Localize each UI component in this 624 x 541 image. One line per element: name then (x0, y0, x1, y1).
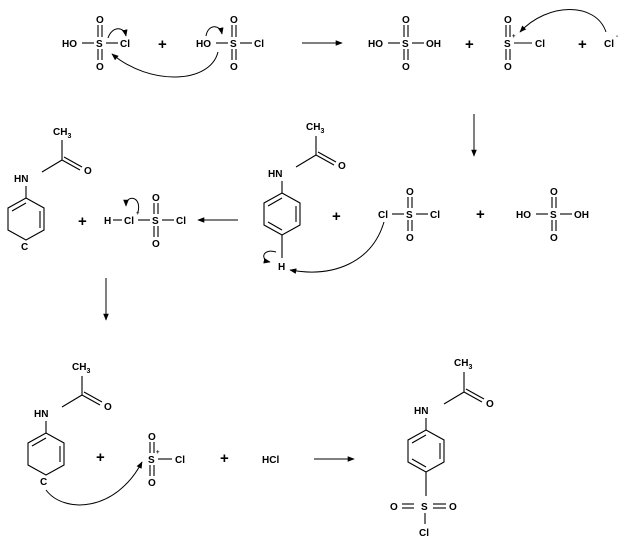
atom-label-o: O (550, 233, 558, 244)
atom-label-ho: HO (516, 210, 531, 221)
atom-label-cl: Cl (419, 528, 429, 539)
atom-label-o: O (449, 502, 457, 513)
atom-label-ch3: CH3 (454, 358, 472, 371)
chlorosulfonium-cation-1: S + Cl O O (504, 15, 545, 73)
plus-sign: + (476, 206, 485, 223)
atom-label-o: O (148, 432, 156, 443)
atom-label-hn: HN (414, 406, 428, 417)
atom-label-h: H (278, 262, 285, 273)
atom-label-cl: Cl (254, 39, 264, 50)
atom-label-s: S (402, 39, 409, 50)
acetanilide: CH3 O HN H (263, 122, 346, 273)
atom-label-o: O (504, 62, 512, 73)
atom-label-o: O (406, 187, 414, 198)
curly-arrow (205, 26, 224, 37)
atom-label-h: H (104, 216, 111, 227)
curly-arrow (123, 197, 140, 213)
atom-label-cl: Cl (124, 216, 134, 227)
plus-sign: + (158, 36, 167, 53)
hydrogen-chloride: HCl (262, 455, 279, 466)
atom-label-o: O (390, 502, 398, 513)
atom-label-o: O (148, 478, 156, 489)
atom-label-cl: Cl (175, 455, 185, 466)
plus-sign: + (465, 36, 474, 53)
positive-charge: + (512, 34, 516, 40)
plus-sign: + (332, 208, 341, 225)
chlorosulfonium-cation-2: S + Cl O O (148, 432, 185, 489)
atom-label-hn: HN (14, 174, 28, 185)
atom-label-s: S (230, 39, 237, 50)
plus-sign: + (96, 449, 105, 466)
atom-label-c: C (21, 242, 28, 253)
atom-label-cl: Cl (430, 210, 440, 221)
chlorosulfonic-acid-2: HO S Cl O O (196, 15, 264, 73)
atom-label-s: S (550, 210, 557, 221)
atom-label-o: O (152, 193, 160, 204)
curly-arrow (45, 461, 143, 506)
atom-label-c: C (40, 477, 47, 488)
atom-label-o: O (338, 161, 346, 172)
atom-label-o: O (104, 402, 112, 413)
negative-charge: - (616, 34, 618, 40)
curly-arrow (519, 9, 607, 33)
atom-label-cl: Cl (120, 39, 130, 50)
sulfuric-acid-2: HO S OH O O (516, 187, 589, 244)
curly-arrow (111, 51, 219, 78)
curly-arrow (263, 250, 277, 264)
positive-charge: + (136, 211, 140, 217)
atom-label-o: O (230, 62, 238, 73)
atom-label-o: O (96, 15, 104, 26)
sigma-complex-1: CH3 O HN C (7, 127, 92, 253)
atom-label-o: O (84, 166, 92, 177)
positive-charge: + (156, 450, 160, 456)
atom-label-ch3: CH3 (306, 122, 324, 135)
product-sulfonyl-chloride: CH3 O HN S O O Cl (390, 358, 494, 539)
plus-sign: + (78, 213, 87, 230)
sulfuric-acid-1: HO S OH O O (368, 15, 441, 73)
atom-label-s: S (421, 502, 428, 513)
atom-label-o: O (230, 15, 238, 26)
atom-label-cl: Cl (176, 216, 186, 227)
chlorosulfonic-acid-1: HO S Cl O O (62, 15, 130, 73)
atom-label-o: O (152, 239, 160, 250)
chloride-anion: Cl - (604, 34, 618, 50)
curly-arrow (289, 221, 385, 274)
atom-label-o: O (504, 15, 512, 26)
atom-label-s: S (504, 39, 511, 50)
atom-label-ho: HO (196, 39, 211, 50)
atom-label-s: S (406, 210, 413, 221)
atom-label-cl: Cl (535, 39, 545, 50)
atom-label-ch3: CH3 (53, 127, 71, 140)
curly-arrow (107, 28, 128, 39)
atom-label-s: S (152, 216, 159, 227)
atom-label-s: S (148, 455, 155, 466)
atom-label-ho: HO (62, 39, 77, 50)
atom-label-cl: Cl (378, 210, 388, 221)
atom-label-o: O (96, 62, 104, 73)
atom-label-ch3: CH3 (72, 362, 90, 375)
plus-sign: + (578, 36, 587, 53)
atom-label-o: O (486, 399, 494, 410)
chloronium-intermediate: H Cl + S Cl O O (104, 193, 186, 250)
sigma-complex-2: CH3 O HN C (27, 362, 112, 488)
atom-label-o: O (550, 187, 558, 198)
atom-label-hn: HN (34, 409, 48, 420)
atom-label-o: O (402, 15, 410, 26)
atom-label-oh: OH (574, 210, 589, 221)
atom-label-cl: Cl (604, 39, 614, 50)
sulfuryl-chloride: Cl S Cl O O (378, 187, 440, 244)
plus-sign: + (220, 450, 229, 467)
atom-label-ho: HO (368, 39, 383, 50)
atom-label-o: O (406, 233, 414, 244)
atom-label-s: S (96, 39, 103, 50)
atom-label-o: O (402, 62, 410, 73)
atom-label-hn: HN (268, 169, 282, 180)
atom-label-oh: OH (426, 39, 441, 50)
